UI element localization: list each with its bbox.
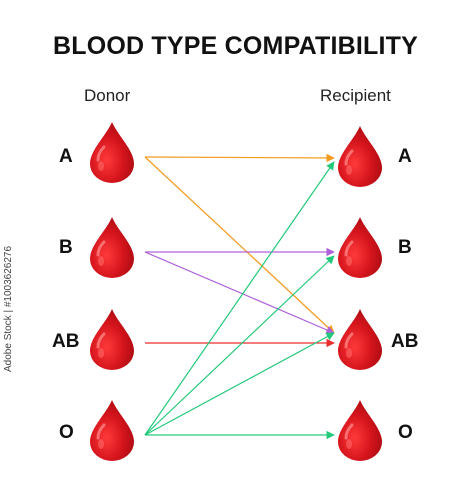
recipient-drop-o-icon — [336, 398, 384, 462]
recipient-column-header: Recipient — [320, 86, 391, 105]
recipient-drop-b-icon — [336, 215, 384, 279]
stock-watermark: Adobe Stock | #1003626276 — [3, 245, 14, 372]
donor-drop-a-icon — [88, 120, 136, 184]
donor-label-ab: AB — [52, 331, 80, 352]
diagram-title: BLOOD TYPE COMPATIBILITY — [53, 32, 418, 60]
arrow-b-to-ab — [144, 251, 335, 334]
arrow-a-to-a — [144, 153, 335, 163]
donor-column-header: Donor — [84, 86, 131, 105]
donor-drop-ab-icon — [88, 307, 136, 371]
donor-drop-o-icon — [88, 398, 136, 462]
donor-drop-b-icon — [88, 215, 136, 279]
donor-label-a: A — [59, 146, 73, 167]
recipient-drop-ab-icon — [336, 307, 384, 371]
recipient-drop-a-icon — [336, 124, 384, 188]
recipient-label-ab: AB — [391, 331, 419, 352]
recipient-label-a: A — [398, 146, 412, 167]
recipient-label-o: O — [398, 422, 413, 443]
donor-label-o: O — [59, 422, 74, 443]
recipient-label-b: B — [398, 237, 412, 258]
arrow-o-to-a — [144, 161, 335, 436]
arrow-o-to-b — [144, 255, 335, 436]
arrow-a-to-ab — [144, 156, 335, 334]
donor-label-b: B — [59, 237, 73, 258]
arrow-o-to-ab — [144, 332, 335, 436]
